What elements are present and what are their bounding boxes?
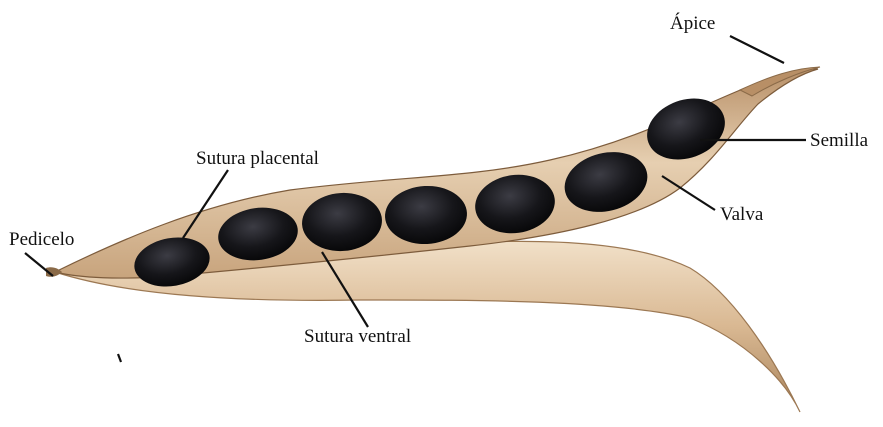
label-pedicel: Pedicelo bbox=[9, 230, 74, 249]
leader-pedicel bbox=[25, 253, 53, 276]
label-ventral-suture: Sutura ventral bbox=[304, 327, 411, 346]
label-seed: Semilla bbox=[810, 131, 868, 150]
label-valve: Valva bbox=[720, 205, 763, 224]
leader-apex bbox=[730, 36, 784, 63]
stray-mark bbox=[118, 354, 121, 362]
label-placental-suture: Sutura placental bbox=[196, 149, 319, 168]
label-apex: Ápice bbox=[670, 14, 715, 33]
